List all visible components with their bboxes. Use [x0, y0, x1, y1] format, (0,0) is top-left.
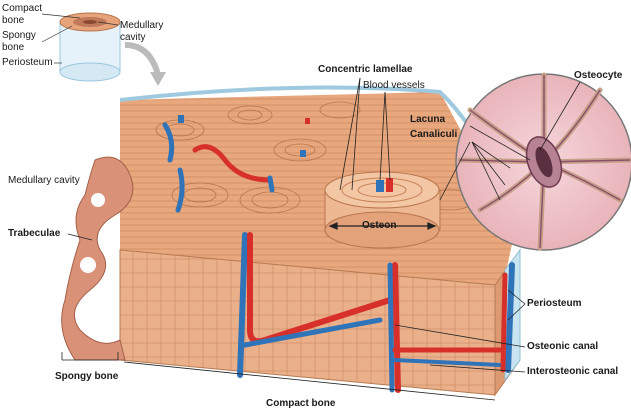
label-inset-spongy-bone: Spongy bone	[2, 30, 36, 53]
label-osteon: Osteon	[362, 220, 397, 231]
label-blood-vessels: Blood vessels	[363, 80, 425, 91]
label-osteocyte: Osteocyte	[574, 70, 623, 81]
surface-vessels	[162, 115, 310, 213]
front-vessels	[237, 232, 515, 393]
label-inset-compact-bone: Compact bone	[2, 3, 43, 26]
label-spongy-bone: Spongy bone	[55, 371, 119, 382]
leader-lines	[61, 77, 581, 401]
inset-bone-cylinder	[59, 12, 121, 82]
label-trabeculae: Trabeculae	[8, 228, 61, 239]
label-osteonic-canal: Osteonic canal	[527, 341, 599, 352]
trabeculae-network	[61, 156, 134, 361]
label-periosteum: Periosteum	[527, 298, 582, 309]
label-medullary-cavity: Medullary cavity	[8, 175, 80, 186]
osteon-measure-arrow	[328, 222, 437, 230]
label-inset-medullary-cavity: Medullary cavity	[120, 20, 164, 43]
inset-leader-lines	[41, 13, 119, 64]
label-interosteonic-canal: Interosteonic canal	[527, 366, 619, 377]
osteon-rings	[155, 101, 475, 214]
label-compact-bone: Compact bone	[266, 398, 336, 409]
zoom-arrow	[124, 42, 161, 76]
label-concentric-lamellae: Concentric lamellae	[318, 64, 413, 75]
osteocyte-zoom-circle	[455, 72, 631, 251]
label-canaliculi: Canaliculi	[410, 129, 458, 140]
osteon-cylinder	[324, 171, 441, 249]
label-lacuna: Lacuna	[410, 114, 446, 125]
label-inset-periosteum: Periosteum	[2, 57, 53, 68]
